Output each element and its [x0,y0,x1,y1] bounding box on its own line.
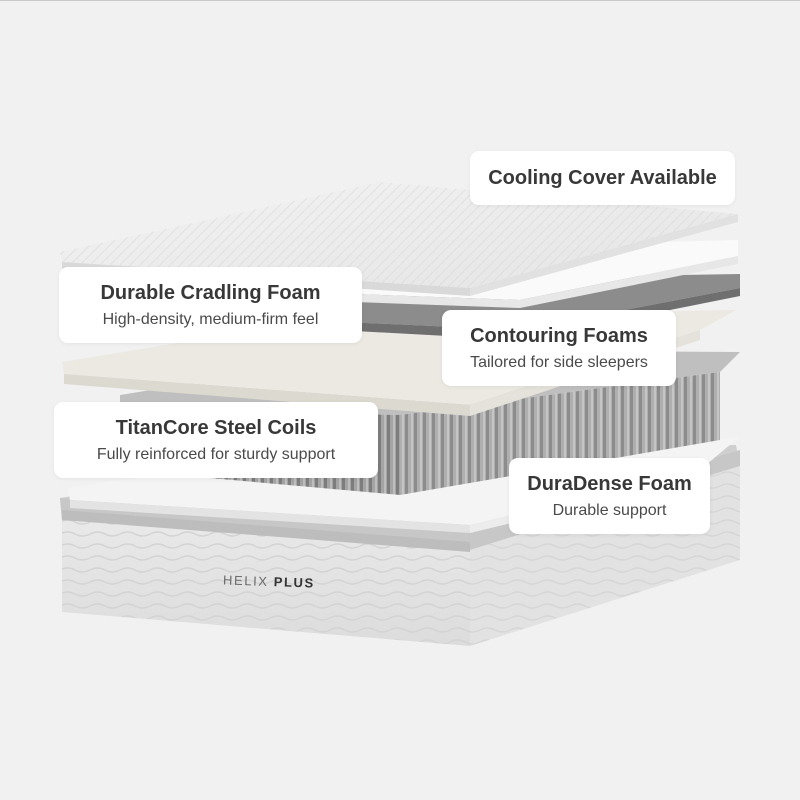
callout-subtitle: Fully reinforced for sturdy support [96,445,336,463]
callout-title: Durable Cradling Foam [100,281,321,304]
top-divider [0,0,800,1]
callout-cradling-foam: Durable Cradling Foam High-density, medi… [59,267,362,343]
callout-cooling-cover: Cooling Cover Available [470,151,735,205]
callout-title: TitanCore Steel Coils [115,416,317,439]
brand-model: PLUS [273,574,316,591]
callout-titancore-coils: TitanCore Steel Coils Fully reinforced f… [54,402,378,478]
callout-duradense-foam: DuraDense Foam Durable support [509,458,710,534]
brand-name: HELIX [222,572,269,589]
callout-contouring-foams: Contouring Foams Tailored for side sleep… [442,310,676,386]
callout-title: Cooling Cover Available [488,167,717,189]
callout-title: DuraDense Foam [527,472,692,495]
callout-subtitle: High-density, medium-firm feel [102,310,319,328]
brand-logo: HELIX PLUS [223,572,315,590]
callout-subtitle: Durable support [552,501,667,519]
callout-title: Contouring Foams [470,324,648,347]
callout-subtitle: Tailored for side sleepers [470,353,648,371]
